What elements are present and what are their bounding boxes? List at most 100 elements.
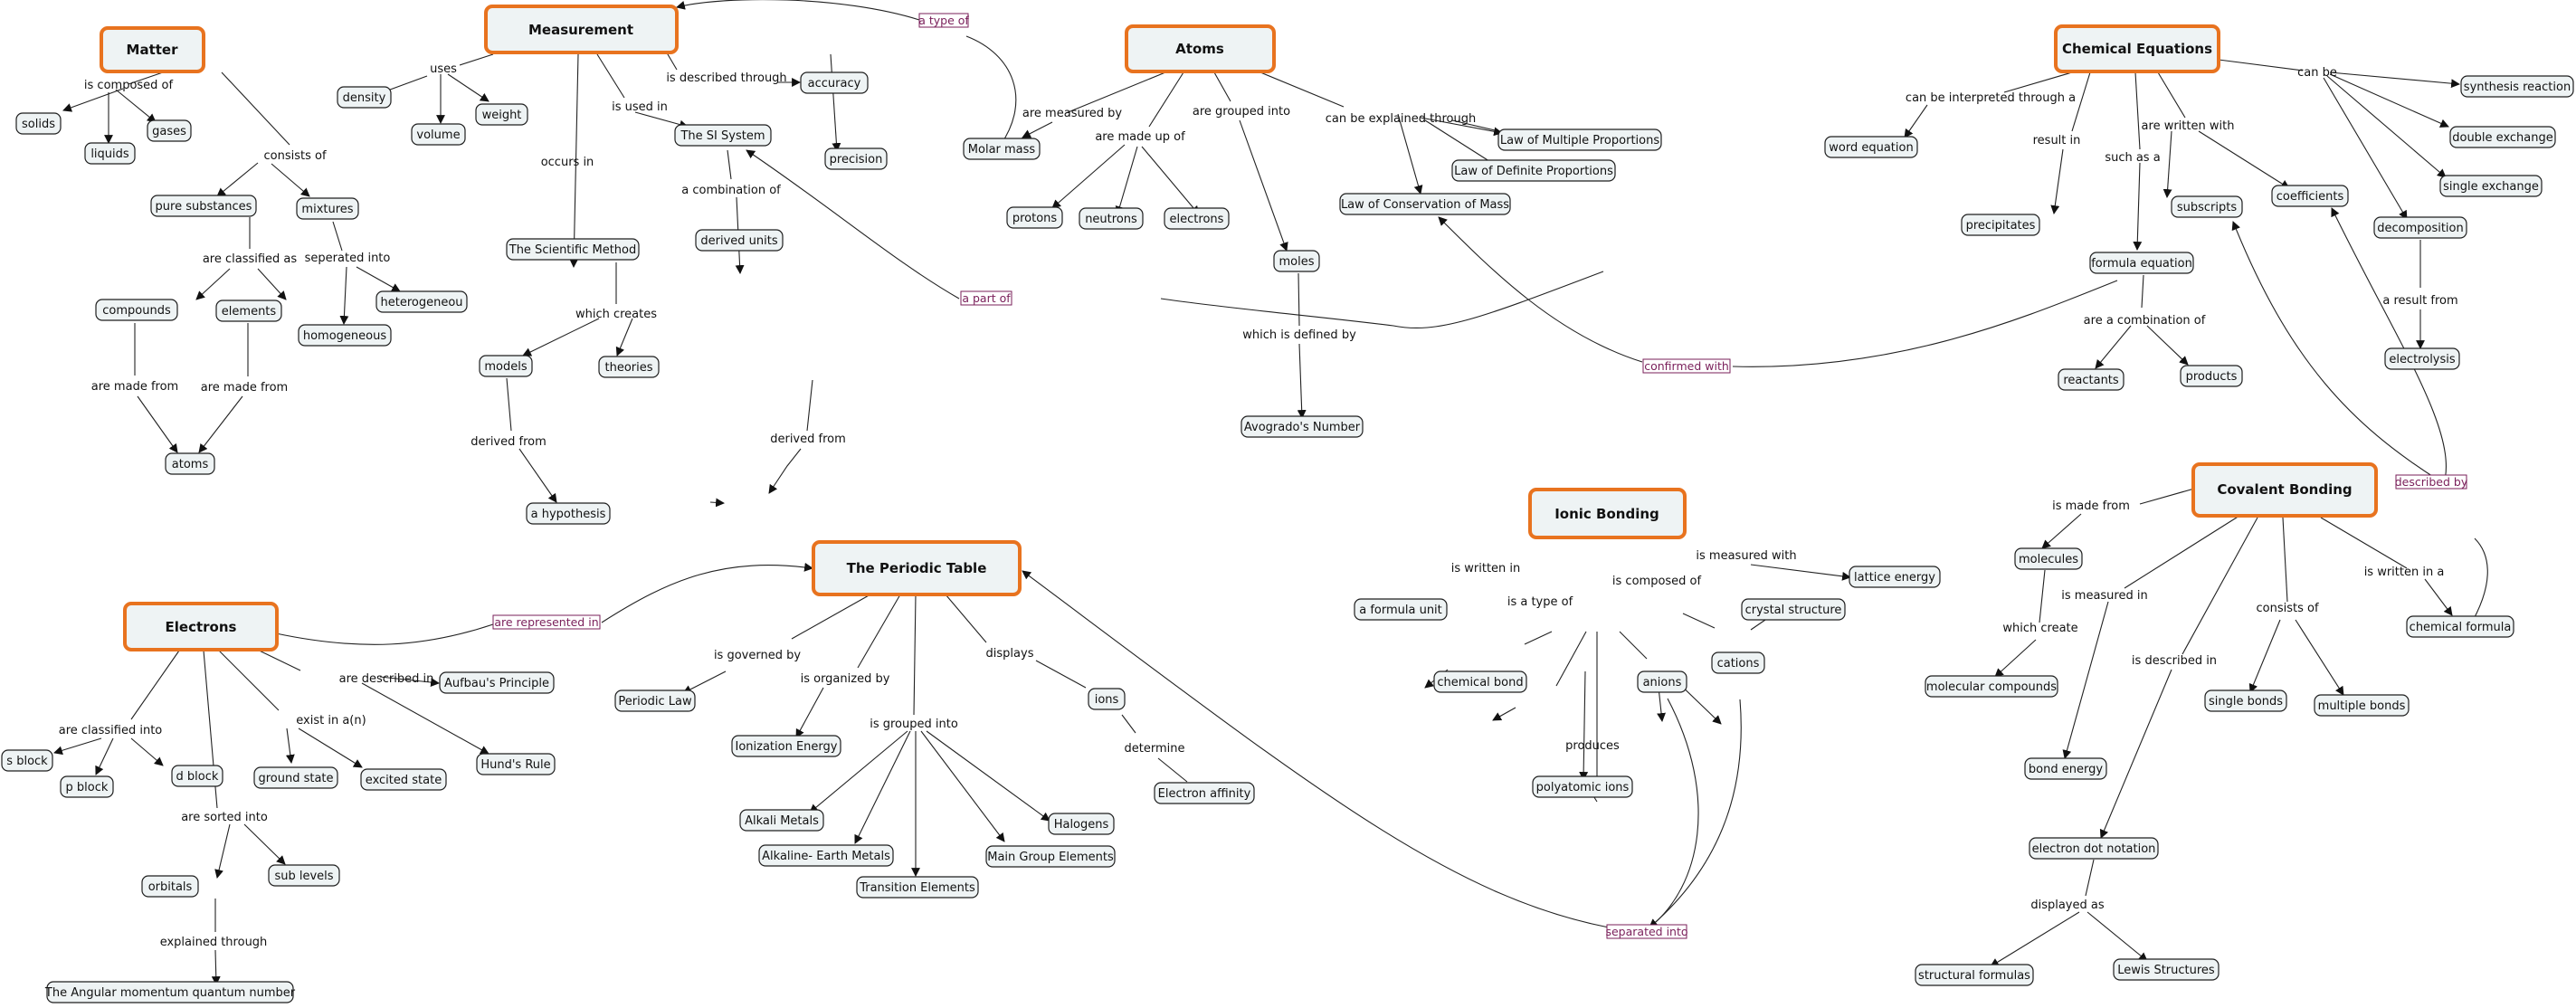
concept-liquids-label: liquids [90,147,129,161]
link-are-grouped-into: are grouped into [1193,105,1290,119]
concept-periodic-table[interactable]: The Periodic Table [812,540,1022,596]
concept-models[interactable]: models [479,355,533,377]
concept-electrons[interactable]: Electrons [123,602,279,651]
concept-theories[interactable]: theories [598,356,660,378]
concept-ground-state[interactable]: ground state [253,766,338,789]
concept-sub-levels[interactable]: sub levels [268,864,340,887]
concept-lewis-structures[interactable]: Lewis Structures [2113,958,2220,981]
concept-subscripts[interactable]: subscripts [2171,195,2243,218]
concept-cations[interactable]: cations [1711,651,1765,674]
concept-moles[interactable]: moles [1273,250,1320,272]
concept-electrolysis[interactable]: electrolysis [2384,347,2460,370]
concept-reactants[interactable]: reactants [2058,368,2124,391]
concept-d-block[interactable]: d block [171,765,223,787]
concept-multiple-bonds-label: multiple bonds [2318,699,2406,713]
concept-transition[interactable]: Transition Elements [856,876,979,899]
concept-liquids[interactable]: liquids [84,142,136,165]
concept-elements[interactable]: elements [215,300,282,322]
concept-measurement[interactable]: Measurement [484,5,679,54]
concept-ions[interactable]: ions [1088,688,1126,710]
concept-word-equation[interactable]: word equation [1824,136,1918,158]
concept-electron-dot[interactable]: electron dot notation [2029,837,2159,860]
concept-aufbau[interactable]: Aufbau's Principle [439,671,555,694]
concept-gases[interactable]: gases [147,119,192,142]
concept-single-exchange[interactable]: single exchange [2439,175,2543,197]
concept-anions[interactable]: anions [1637,670,1687,693]
concept-single-bonds-label: single bonds [2209,695,2283,708]
concept-pure-substances[interactable]: pure substances [150,195,257,217]
link-can-be-interpreted: can be interpreted through a [1906,91,2076,105]
concept-mixtures[interactable]: mixtures [296,197,359,220]
concept-p-block-label: p block [66,781,109,794]
concept-decomposition[interactable]: decomposition [2373,216,2467,239]
concept-crystal-structure[interactable]: crystal structure [1741,598,1846,621]
concept-formula-equation[interactable]: formula equation [2089,252,2194,274]
concept-main-group-label: Main Group Elements [987,851,1114,864]
concept-polyatomic-ions[interactable]: polyatomic ions [1532,775,1633,798]
concept-alkaline-earth[interactable]: Alkaline- Earth Metals [758,844,894,867]
concept-p-block[interactable]: p block [60,775,114,798]
link-are-written-with: are written with [2142,119,2235,133]
concept-homogeneous[interactable]: homogeneous [298,324,392,347]
concept-single-bonds[interactable]: single bonds [2204,689,2287,712]
concept-bond-energy[interactable]: bond energy [2024,757,2107,780]
concept-molecules[interactable]: molecules [2014,547,2083,570]
concept-electron-affinity[interactable]: Electron affinity [1154,782,1255,804]
concept-accuracy[interactable]: accuracy [800,71,869,94]
concept-chemical-bond-label: chemical bond [1437,676,1523,689]
concept-double-exchange[interactable]: double exchange [2449,126,2556,148]
concept-neutrons[interactable]: neutrons [1079,207,1144,230]
concept-solids[interactable]: solids [15,112,62,135]
concept-synthesis[interactable]: synthesis reaction [2460,75,2574,98]
concept-hypothesis[interactable]: a hypothesis [526,502,611,525]
concept-coefficients[interactable]: coefficients [2271,185,2349,207]
concept-angular-momentum[interactable]: The Angular momentum quantum number [44,981,296,1003]
concept-excited-state[interactable]: excited state [360,768,447,791]
concept-ionization-label: Ionization Energy [736,740,838,754]
crosslink-described-by: described by [2395,475,2468,489]
concept-law-definite[interactable]: Law of Definite Proportions [1451,159,1616,182]
concept-halogens[interactable]: Halogens [1048,813,1115,835]
concept-heterogeneous[interactable]: heterogeneou [375,290,468,313]
concept-matter[interactable]: Matter [100,26,205,73]
concept-lattice-energy-label: lattice energy [1854,571,1935,585]
concept-chemical-formula[interactable]: chemical formula [2406,615,2514,638]
concept-scientific-method[interactable]: The Scientific Method [506,238,640,261]
concept-s-block[interactable]: s block [1,749,53,772]
concept-si-system[interactable]: The SI System [674,124,772,147]
concept-precipitates[interactable]: precipitates [1961,214,2040,236]
concept-molecular-compounds[interactable]: molecular compounds [1925,675,2058,698]
concept-weight[interactable]: weight [475,103,528,126]
concept-ionization[interactable]: Ionization Energy [731,735,841,757]
concept-alkali[interactable]: Alkali Metals [739,809,824,832]
concept-atoms[interactable]: Atoms [1125,24,1276,73]
concept-law-conservation[interactable]: Law of Conservation of Mass [1339,193,1511,215]
concept-lattice-energy[interactable]: lattice energy [1849,566,1941,588]
concept-orbitals[interactable]: orbitals [141,875,199,898]
concept-chemical-bond[interactable]: chemical bond [1433,670,1527,693]
concept-structural-formulas[interactable]: structural formulas [1915,964,2034,986]
concept-products[interactable]: products [2180,365,2243,387]
concept-compounds[interactable]: compounds [95,299,178,321]
concept-law-multiple[interactable]: Law of Multiple Proportions [1497,128,1662,151]
link-are-made-up-of: are made up of [1095,130,1185,144]
concept-formula-unit[interactable]: a formula unit [1354,598,1448,621]
concept-multiple-bonds[interactable]: multiple bonds [2314,694,2410,717]
concept-volume[interactable]: volume [411,123,466,146]
concept-word-equation-label: word equation [1829,141,1913,155]
concept-derived-units[interactable]: derived units [695,229,784,252]
concept-chemical-equations[interactable]: Chemical Equations [2054,24,2220,73]
concept-electrons-small[interactable]: electrons [1164,207,1230,230]
concept-hunds-rule[interactable]: Hund's Rule [476,753,556,775]
concept-ionic-bonding[interactable]: Ionic Bonding [1528,488,1687,539]
concept-avogadro[interactable]: Avogrado's Number [1240,415,1364,438]
concept-covalent-bonding[interactable]: Covalent Bonding [2191,462,2378,518]
concept-periodic-law[interactable]: Periodic Law [614,689,696,712]
concept-protons[interactable]: protons [1006,206,1063,229]
concept-main-group[interactable]: Main Group Elements [985,845,1116,868]
concept-precision[interactable]: precision [824,147,888,170]
concept-density[interactable]: density [337,86,392,109]
concept-atoms[interactable]: atoms [165,452,215,475]
link-are-a-combination-of: are a combination of [2084,314,2206,328]
concept-molar-mass[interactable]: Molar mass [963,138,1041,160]
